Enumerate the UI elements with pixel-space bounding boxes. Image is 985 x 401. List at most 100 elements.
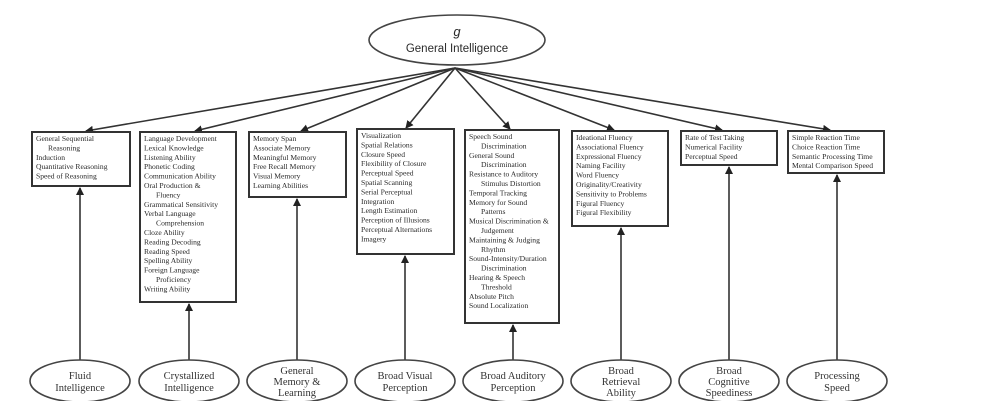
ability-item: Memory for Sound	[469, 198, 527, 207]
processing-speed-label-line: Speed	[824, 383, 850, 394]
ability-item: Verbal Language	[144, 209, 196, 218]
ability-item: Closure Speed	[361, 150, 405, 159]
ability-item: Serial Perceptual	[361, 187, 413, 196]
fluid-intelligence-abilities-box: General SequentialReasoningInductionQuan…	[31, 131, 131, 187]
ability-item: General Sequential	[36, 134, 94, 143]
ability-item: Expressional Fluency	[576, 152, 642, 161]
g-to-broad-retrieval-ability-arrow	[454, 67, 615, 132]
ability-item: Figural Flexibility	[576, 208, 632, 217]
general-memory-learning-box-border	[248, 131, 347, 198]
ability-item: Originality/Creativity	[576, 180, 642, 189]
ability-item: Maintaining & Judging	[469, 235, 540, 244]
ability-item: Reasoning	[48, 143, 80, 152]
ability-item: Meaningful Memory	[253, 153, 317, 162]
ability-item: Threshold	[481, 282, 512, 291]
ability-item: Figural Fluency	[576, 199, 625, 208]
ability-item: Discrimination	[481, 264, 527, 273]
ability-item: Imagery	[361, 234, 387, 243]
ability-item: Lexical Knowledge	[144, 143, 204, 152]
ability-item: Simple Reaction Time	[792, 133, 861, 142]
ability-item: Hearing & Speech	[469, 273, 525, 282]
ability-item: Perception of Illusions	[361, 216, 430, 225]
ability-item: Reading Decoding	[144, 237, 201, 246]
crystallized-intelligence-label-line: Crystallized	[164, 371, 215, 382]
ability-item: Integration	[361, 197, 395, 206]
ability-boxes: General SequentialReasoningInductionQuan…	[31, 128, 885, 324]
ability-item: Perceptual Speed	[685, 152, 738, 161]
g-to-general-memory-learning-arrow	[300, 67, 456, 133]
broad-auditory-perception-box-border	[464, 129, 560, 324]
ability-item: Learning Abilities	[253, 181, 308, 190]
ability-item: Semantic Processing Time	[792, 152, 873, 161]
processing-speed-label-line: Processing	[814, 371, 860, 382]
ability-item: Sensitivity to Problems	[576, 189, 647, 198]
ability-item: Foreign Language	[144, 266, 200, 275]
ability-item: Comprehension	[156, 219, 204, 228]
broad-cognitive-speediness-oval	[678, 359, 780, 401]
g-to-broad-cognitive-speediness-arrow	[454, 67, 723, 133]
ability-item: Perceptual Alternations	[361, 225, 432, 234]
crystallized-intelligence-label-line: Intelligence	[164, 383, 214, 394]
processing-speed-oval	[786, 359, 888, 401]
ability-item: Length Estimation	[361, 206, 418, 215]
broad-retrieval-ability-box-border	[571, 130, 669, 227]
broad-auditory-perception-label-line: Perception	[491, 383, 537, 394]
ability-item: Discrimination	[481, 160, 527, 169]
ability-item: Speed of Reasoning	[36, 172, 97, 181]
ability-item: Sound Localization	[469, 301, 528, 310]
broad-retrieval-ability-label-line: Broad	[608, 366, 634, 377]
g-to-broad-visual-perception-arrow	[405, 67, 456, 129]
ability-item: Ideational Fluency	[576, 133, 633, 142]
crystallized-intelligence-oval	[138, 359, 240, 401]
ability-item: Associate Memory	[253, 143, 311, 152]
ability-item: Memory Span	[253, 134, 296, 143]
ability-item: Oral Production &	[144, 181, 201, 190]
broad-auditory-perception-oval	[462, 359, 564, 401]
g-to-crystallized-intelligence-arrow	[194, 67, 456, 134]
ability-item: Flexibility of Closure	[361, 159, 427, 168]
broad-factor-ovals: FluidIntelligenceCrystallizedIntelligenc…	[29, 359, 888, 401]
ability-item: Phonetic Coding	[144, 162, 195, 171]
general-memory-learning-label-line: General	[280, 366, 313, 377]
broad-retrieval-ability-label-line: Retrieval	[602, 377, 641, 388]
general-intelligence-label: General Intelligence	[406, 43, 508, 55]
broad-cognitive-speediness-label-line: Cognitive	[708, 377, 750, 388]
general-memory-learning-label-line: Memory &	[274, 377, 321, 388]
ability-item: Numerical Facility	[685, 142, 742, 151]
ability-item: Stimulus Distortion	[481, 179, 541, 188]
ability-item: Absolute Pitch	[469, 292, 514, 301]
ability-item: Quantitative Reasoning	[36, 162, 108, 171]
fluid-intelligence-oval	[29, 359, 131, 401]
ability-item: Rhythm	[481, 245, 506, 254]
ability-item: Patterns	[481, 207, 506, 216]
ability-item: Language Development	[144, 134, 218, 143]
ability-item: Communication Ability	[144, 172, 216, 181]
ability-item: Proficiency	[156, 275, 191, 284]
ability-item: Mental Comparison Speed	[792, 161, 873, 170]
ability-item: Free Recall Memory	[253, 162, 316, 171]
ability-item: Rate of Test Taking	[685, 133, 744, 142]
ability-item: Spatial Scanning	[361, 178, 412, 187]
ability-item: Grammatical Sensitivity	[144, 200, 218, 209]
ability-item: Word Fluency	[576, 171, 619, 180]
general-memory-learning-oval	[246, 359, 348, 401]
fluid-intelligence-label-line: Intelligence	[55, 383, 105, 394]
ability-item: Choice Reaction Time	[792, 142, 861, 151]
ability-item: Associational Fluency	[576, 142, 644, 151]
ability-item: Musical Discrimination &	[469, 217, 549, 226]
ability-item: Reading Speed	[144, 247, 190, 256]
ability-item: Listening Ability	[144, 153, 196, 162]
fluid-intelligence-label-line: Fluid	[69, 371, 92, 382]
general-intelligence-oval	[368, 14, 546, 66]
ability-item: Induction	[36, 153, 65, 162]
ability-item: Visual Memory	[253, 172, 301, 181]
